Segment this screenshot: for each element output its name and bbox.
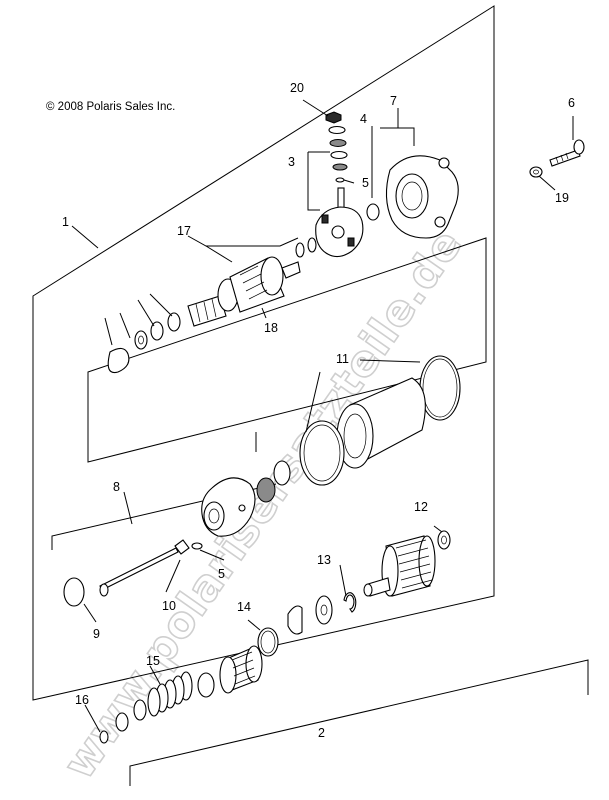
callout-19: 19 xyxy=(555,191,569,205)
callout-5b: 5 xyxy=(218,567,225,581)
brush-a xyxy=(321,214,329,224)
bushing-4 xyxy=(366,203,380,221)
retainer-clip xyxy=(107,347,130,374)
leader-lines xyxy=(71,99,574,733)
washer-3a xyxy=(328,125,346,135)
snap-ring-14 xyxy=(257,627,279,657)
pinion-shaft xyxy=(363,530,451,597)
brush-b xyxy=(347,237,355,247)
callout-1: 1 xyxy=(62,215,69,229)
drive-end-frame-8 xyxy=(174,460,291,555)
armature-box-outline xyxy=(87,237,487,463)
callout-17: 17 xyxy=(177,224,191,238)
callout-9: 9 xyxy=(93,627,100,641)
end-frame-outline xyxy=(51,483,277,550)
o-ring-5 xyxy=(335,177,345,183)
snap-ring-14-inner xyxy=(260,630,276,654)
washer-3b xyxy=(329,139,347,147)
thrust-washer xyxy=(315,595,333,625)
callout-labels: 1 2 3 4 5 5 6 7 8 9 10 11 12 13 14 15 16… xyxy=(62,81,575,740)
pinion-gear xyxy=(219,645,263,694)
watermark: www.polarisersatzteile.de xyxy=(53,219,473,789)
callout-10: 10 xyxy=(162,599,176,613)
washer-12 xyxy=(437,530,451,550)
nut-20 xyxy=(325,111,342,124)
long-bolt-10 xyxy=(99,547,179,591)
gasket-9 xyxy=(63,577,85,607)
washer-17a xyxy=(295,242,305,258)
callout-4: 4 xyxy=(360,112,367,126)
plug-10 xyxy=(174,539,190,555)
callout-7: 7 xyxy=(390,94,397,108)
washer-17b xyxy=(307,237,317,253)
callout-2: 2 xyxy=(318,726,325,740)
spacer xyxy=(197,672,215,698)
callout-16: 16 xyxy=(75,693,89,707)
motor-housing-11 xyxy=(299,355,461,486)
thrust-washer-hole xyxy=(320,604,328,616)
washer-3c xyxy=(330,150,348,160)
collar-split xyxy=(287,605,303,635)
callout-3: 3 xyxy=(288,155,295,169)
callout-14: 14 xyxy=(237,600,251,614)
callout-6: 6 xyxy=(568,96,575,110)
washer-lower xyxy=(115,712,129,732)
callout-15: 15 xyxy=(146,654,160,668)
callout-5a: 5 xyxy=(362,176,369,190)
armature-washers xyxy=(107,312,181,374)
watermark-text: www.polarisersatzteile.de xyxy=(54,220,473,788)
brush-holder-group xyxy=(295,111,380,258)
callout-11: 11 xyxy=(336,352,349,366)
spring-washer xyxy=(133,699,147,721)
callout-13: 13 xyxy=(317,553,331,567)
copyright-notice: © 2008 Polaris Sales Inc. xyxy=(46,101,175,113)
callout-20: 20 xyxy=(290,81,304,95)
spring-15 xyxy=(147,671,193,717)
nut-16 xyxy=(99,730,109,744)
snap-ring-13 xyxy=(343,592,357,613)
callout-8: 8 xyxy=(113,480,120,494)
brush-plate-hub xyxy=(331,225,345,239)
callout-12: 12 xyxy=(414,500,428,514)
washer-19 xyxy=(529,166,543,178)
washer-3d xyxy=(332,163,348,171)
o-ring-5b xyxy=(191,542,203,550)
armature-18 xyxy=(187,256,301,327)
long-bolt-head xyxy=(99,583,109,597)
assembly-outline xyxy=(32,5,495,701)
rear-cover-7 xyxy=(385,155,459,239)
washer-19-hole xyxy=(533,169,539,175)
pinion-assembly-outline xyxy=(129,659,589,786)
callout-18: 18 xyxy=(264,321,278,335)
through-bolt-6 xyxy=(549,139,585,167)
